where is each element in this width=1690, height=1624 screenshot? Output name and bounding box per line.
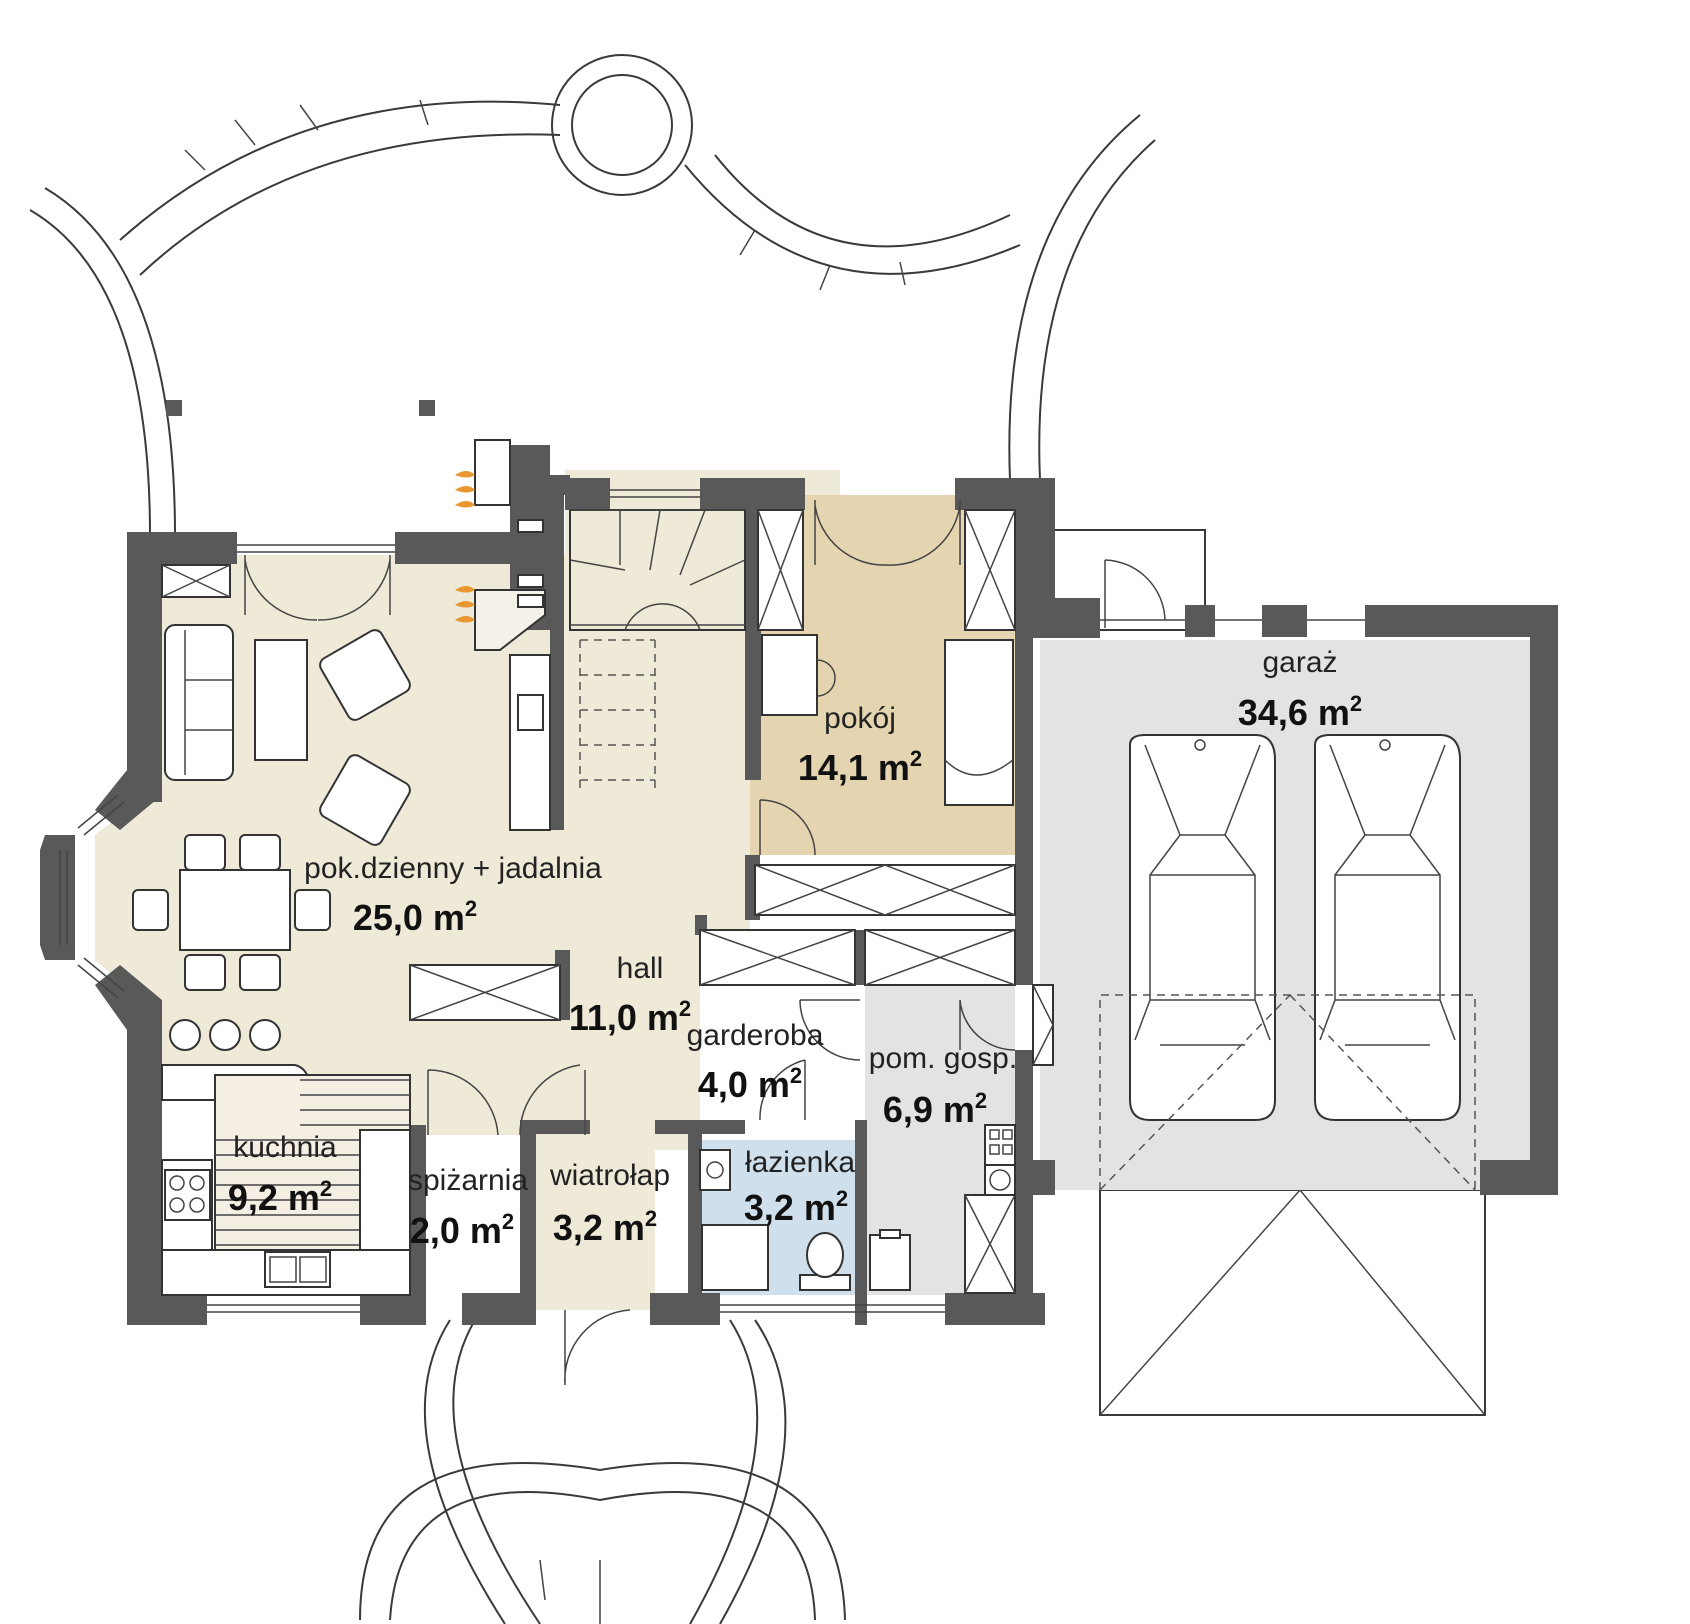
room-labels: pok.dzienny + jadalnia 25,0 m2 hall 11,0… <box>228 646 1362 1251</box>
room-area-pokoj: 14,1 m2 <box>798 746 922 788</box>
armchair-top <box>319 629 411 721</box>
room-area-hall: 11,0 m2 <box>569 996 691 1038</box>
room-area-kuchnia: 9,2 m2 <box>228 1176 332 1218</box>
staircase <box>569 509 746 790</box>
room-label-wiatrolap: wiatrołap <box>549 1159 670 1192</box>
room-label-pokoj: pokój <box>824 702 896 735</box>
living-furniture <box>132 439 551 1051</box>
room-label-garderoba: garderoba <box>687 1019 824 1052</box>
walls <box>40 445 1558 1325</box>
room-label-spizarnia: spiżarnia <box>408 1164 528 1197</box>
bed <box>944 639 1014 806</box>
tv-cabinet <box>509 654 551 831</box>
kitchen-sink <box>264 1251 331 1288</box>
room-area-wiatrolap: 3,2 m2 <box>553 1206 657 1248</box>
car-icon <box>1314 734 1461 1121</box>
desk <box>761 634 818 716</box>
dining-table <box>179 869 291 951</box>
fire-icon <box>455 471 475 623</box>
entrance-path <box>359 1319 846 1624</box>
room-area-garaz: 34,6 m2 <box>1238 691 1362 733</box>
room-label-lazienka: łazienka <box>745 1146 855 1179</box>
doors <box>427 559 1166 1386</box>
toilet <box>806 1232 844 1278</box>
room-label-pomgosp: pom. gosp. <box>869 1042 1017 1075</box>
room-label-hall: hall <box>617 952 664 985</box>
pokoj-furniture <box>757 500 1016 856</box>
car-icon <box>1129 734 1276 1121</box>
pergola-post-right <box>419 400 435 416</box>
terrace-pergola <box>29 54 1156 536</box>
room-label-garaz: garaż <box>1262 646 1337 679</box>
room-area-pomgosp: 6,9 m2 <box>883 1088 987 1130</box>
garage-cars <box>1099 734 1476 1191</box>
room-label-kuchnia: kuchnia <box>233 1131 337 1164</box>
room-area-spizarnia: 2,0 m2 <box>410 1209 514 1251</box>
pergola-post-left <box>166 400 182 416</box>
armchair-bottom <box>319 754 411 846</box>
room-area-lazienka: 3,2 m2 <box>744 1186 848 1228</box>
room-label-living: pok.dzienny + jadalnia <box>304 852 602 885</box>
room-area-living: 25,0 m2 <box>353 896 477 938</box>
kitchen-furniture <box>161 1064 411 1296</box>
bathroom-fixtures <box>699 1124 1016 1294</box>
sofa <box>164 624 234 781</box>
windows <box>59 489 1365 1313</box>
room-area-garderoba: 4,0 m2 <box>698 1063 802 1105</box>
coffee-table <box>254 639 308 761</box>
hall-furniture <box>409 864 1016 1021</box>
shower <box>701 1224 769 1291</box>
